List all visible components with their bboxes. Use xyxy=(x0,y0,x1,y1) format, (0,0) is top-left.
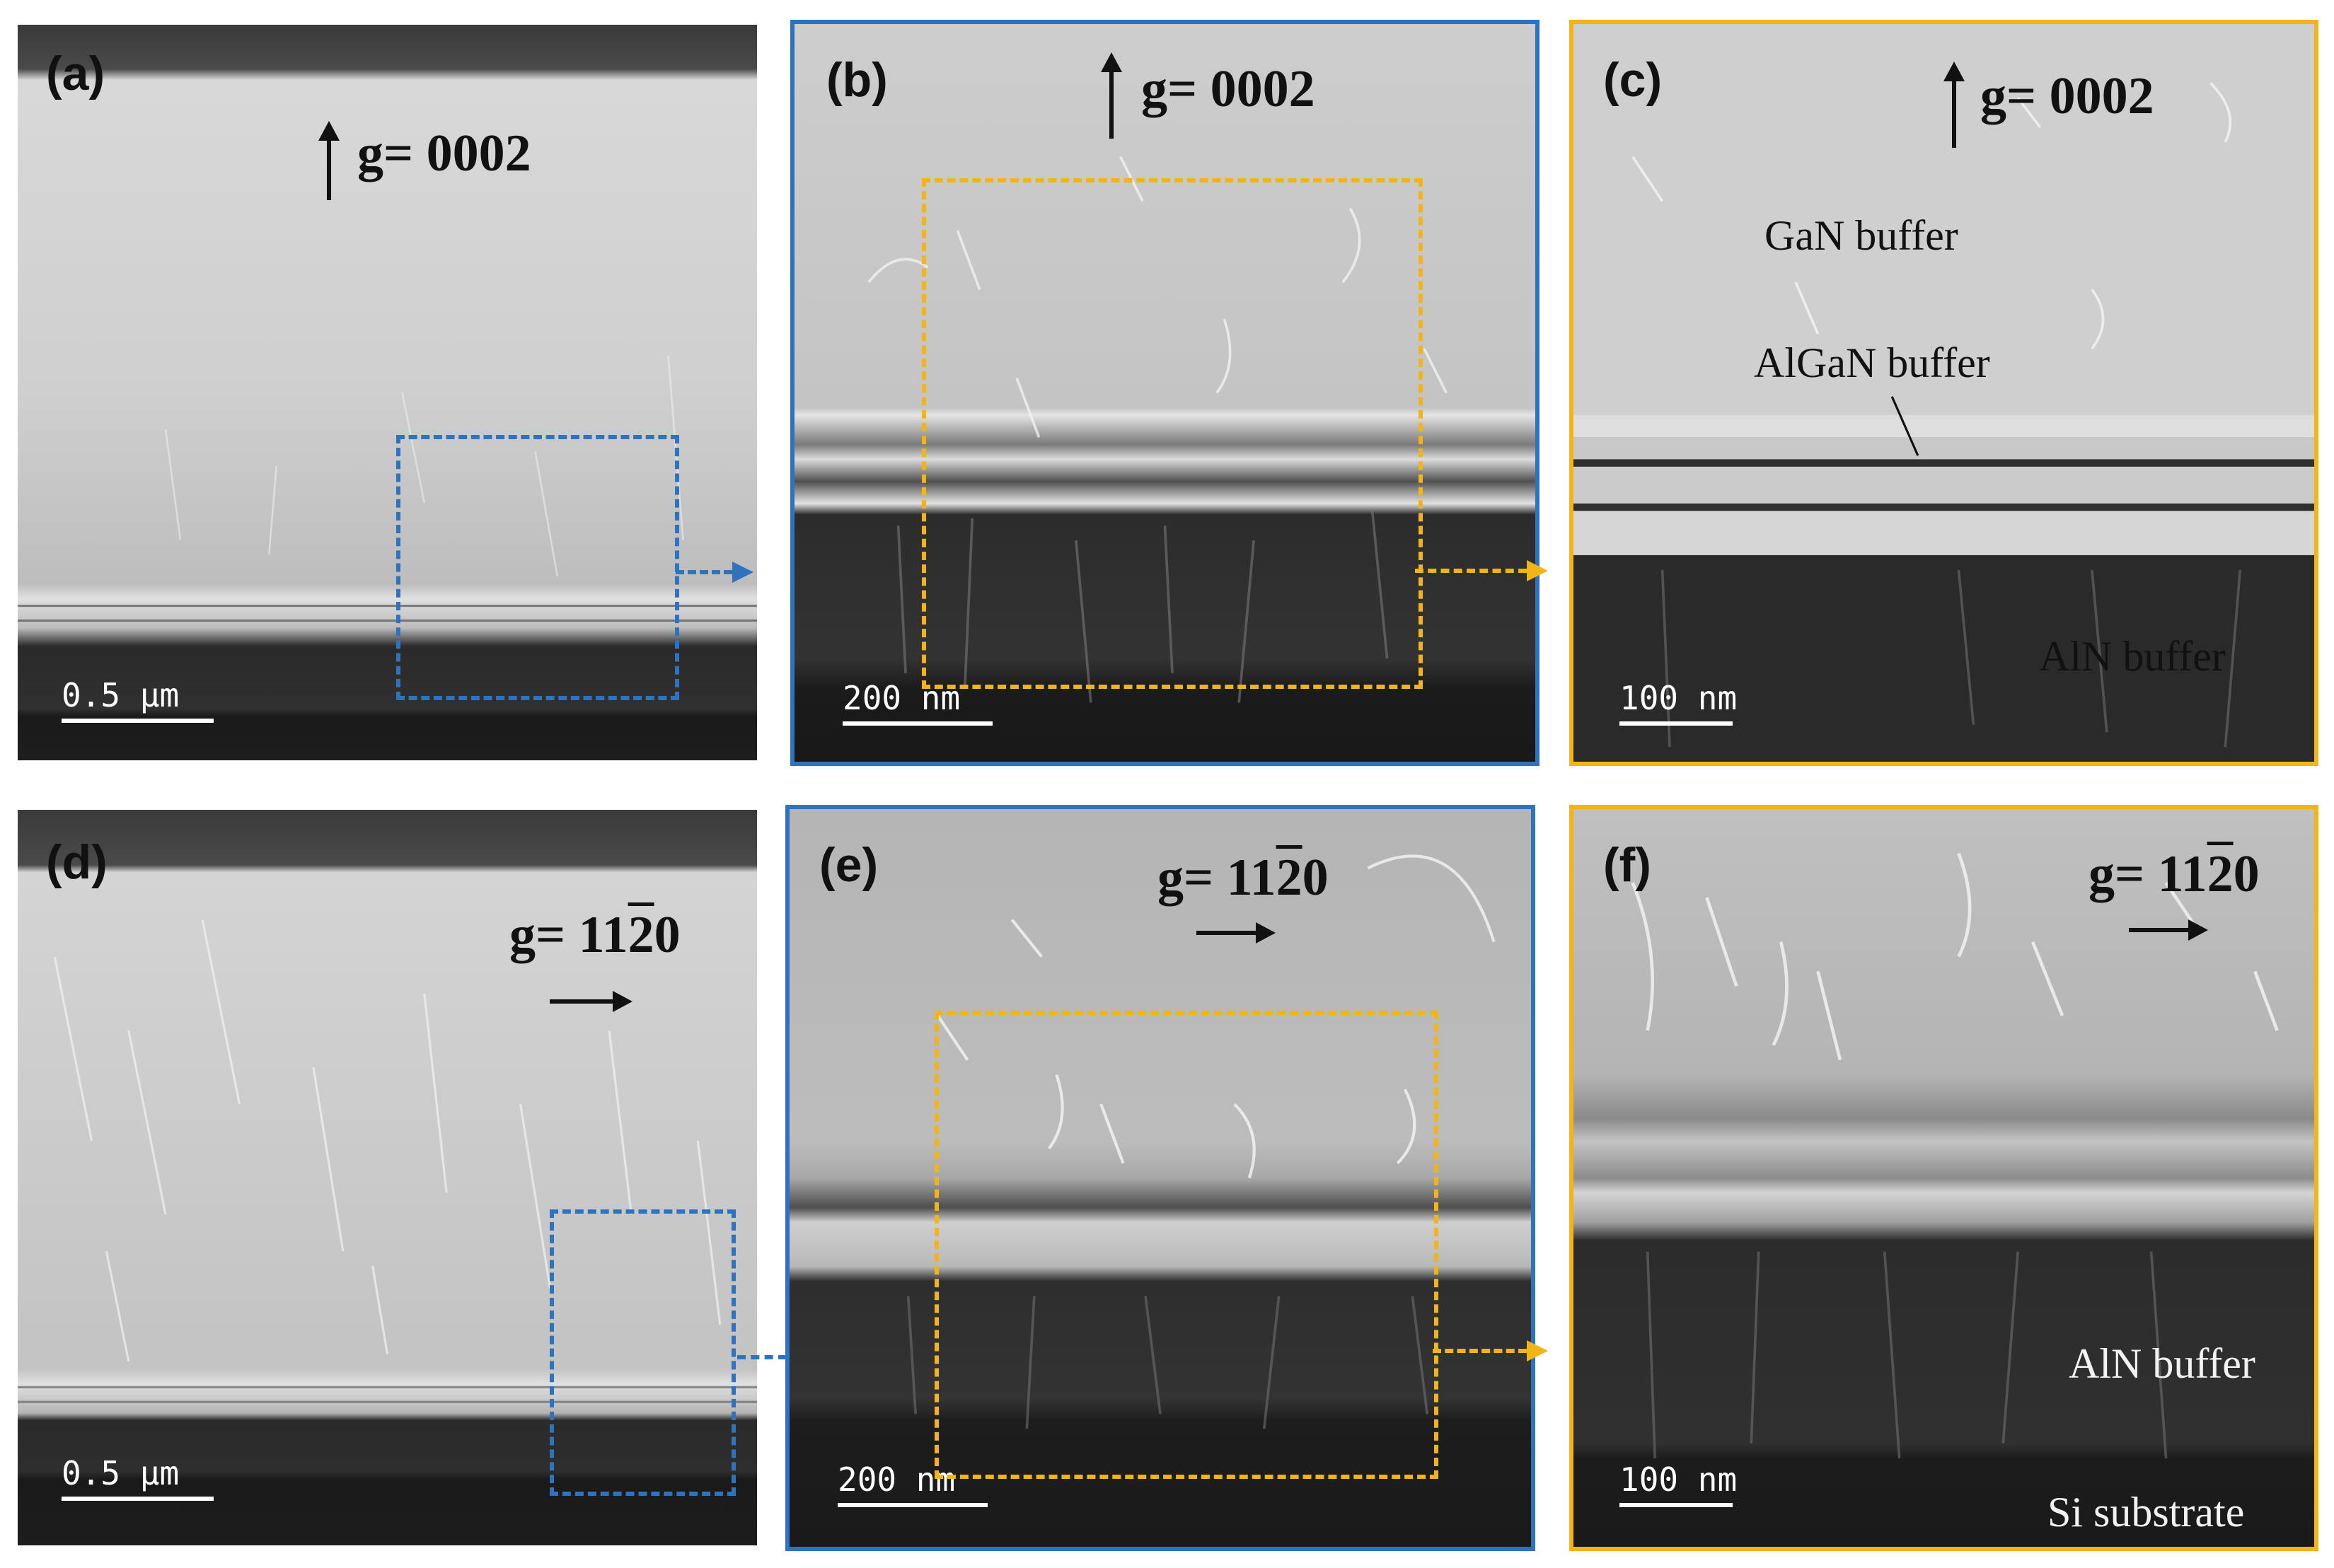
panel-label: (c) xyxy=(1603,53,1663,107)
zoom-region-box xyxy=(922,178,1423,689)
g-vector-arrow-icon xyxy=(2129,919,2208,941)
g-vector-label: g= 1120 xyxy=(509,905,681,965)
scale-bar-label: 0.5 μm xyxy=(62,1454,180,1492)
g-vector-label: g= 1120 xyxy=(1157,848,1329,908)
scale-bar-line xyxy=(62,1497,214,1501)
panel-a: (a) g= 0002 0.5 μm xyxy=(18,25,757,760)
g-vector-label: g= 0002 xyxy=(1141,60,1315,118)
panel-c: (c) g= 0002 GaN buffer AlGaN buffer AlN … xyxy=(1569,20,2318,766)
panel-label: (f) xyxy=(1603,838,1651,892)
scale-bar-label: 0.5 μm xyxy=(62,676,180,714)
g-vector-suffix: 0 xyxy=(654,906,681,964)
scale-bar-line xyxy=(62,719,214,723)
zoom-connector-arrow-icon xyxy=(1433,1340,1548,1361)
g-vector-prefix: g= 11 xyxy=(1157,849,1276,907)
panel-d: (d) g= 1120 0.5 μm xyxy=(18,810,757,1545)
zoom-connector-arrow-icon xyxy=(1415,560,1548,581)
zoom-region-box xyxy=(396,435,679,700)
g-vector-prefix: g= 11 xyxy=(509,906,628,964)
g-vector-arrow-icon xyxy=(1196,922,1276,943)
scale-bar: 0.5 μm xyxy=(62,679,214,723)
zoom-region-box xyxy=(550,1209,736,1496)
g-vector-arrow-icon xyxy=(550,991,632,1012)
g-vector-label: g= 0002 xyxy=(357,124,531,182)
gan-buffer-label: GaN buffer xyxy=(1764,212,1958,259)
g-vector-label: g= 1120 xyxy=(2089,844,2260,905)
scale-bar-label: 100 nm xyxy=(1619,1460,1738,1499)
panel-label: (d) xyxy=(46,835,108,889)
scale-bar-line xyxy=(1619,721,1733,726)
aln-buffer-label: AlN buffer xyxy=(2069,1340,2255,1387)
tem-image-e xyxy=(790,809,1531,1547)
scale-bar-label: 100 nm xyxy=(1619,679,1738,717)
scale-bar: 0.5 μm xyxy=(62,1457,214,1501)
zoom-region-box xyxy=(935,1011,1438,1479)
si-substrate-label: Si substrate xyxy=(2047,1489,2245,1535)
scale-bar-line xyxy=(843,721,993,726)
g-vector-arrow-icon xyxy=(1943,62,1965,148)
panel-label: (b) xyxy=(826,53,888,107)
panel-e: (e) g= 1120 200 nm xyxy=(785,805,1535,1551)
scale-bar: 100 nm xyxy=(1619,1463,1737,1507)
scale-bar: 100 nm xyxy=(1619,682,1737,726)
scale-bar-line xyxy=(838,1503,988,1507)
tem-image-d xyxy=(18,810,757,1545)
g-vector-arrow-icon xyxy=(318,121,340,200)
g-vector-bar-index: 2 xyxy=(2207,845,2234,903)
g-vector-arrow-icon xyxy=(1101,52,1122,139)
aln-buffer-label: AlN buffer xyxy=(2039,633,2226,680)
panel-label: (a) xyxy=(46,47,105,100)
g-vector-suffix: 0 xyxy=(1302,849,1329,907)
zoom-connector-arrow-icon xyxy=(676,562,753,583)
scale-bar-line xyxy=(1619,1503,1733,1507)
panel-b: (b) g= 0002 200 nm xyxy=(790,20,1539,766)
g-vector-bar-index: 2 xyxy=(628,906,654,964)
tem-image-b xyxy=(795,24,1535,762)
g-vector-label: g= 0002 xyxy=(1980,67,2154,125)
g-vector-bar-index: 2 xyxy=(1276,849,1302,907)
tem-image-c xyxy=(1573,24,2314,762)
tem-image-a xyxy=(18,25,757,760)
panel-label: (e) xyxy=(819,838,879,892)
panel-f: (f) g= 1120 AlN buffer Si substrate 100 … xyxy=(1569,805,2318,1551)
zoom-connector-arrow-icon xyxy=(737,1347,808,1368)
algan-buffer-label: AlGaN buffer xyxy=(1754,339,1990,386)
g-vector-prefix: g= 11 xyxy=(2089,845,2207,903)
g-vector-suffix: 0 xyxy=(2233,845,2260,903)
